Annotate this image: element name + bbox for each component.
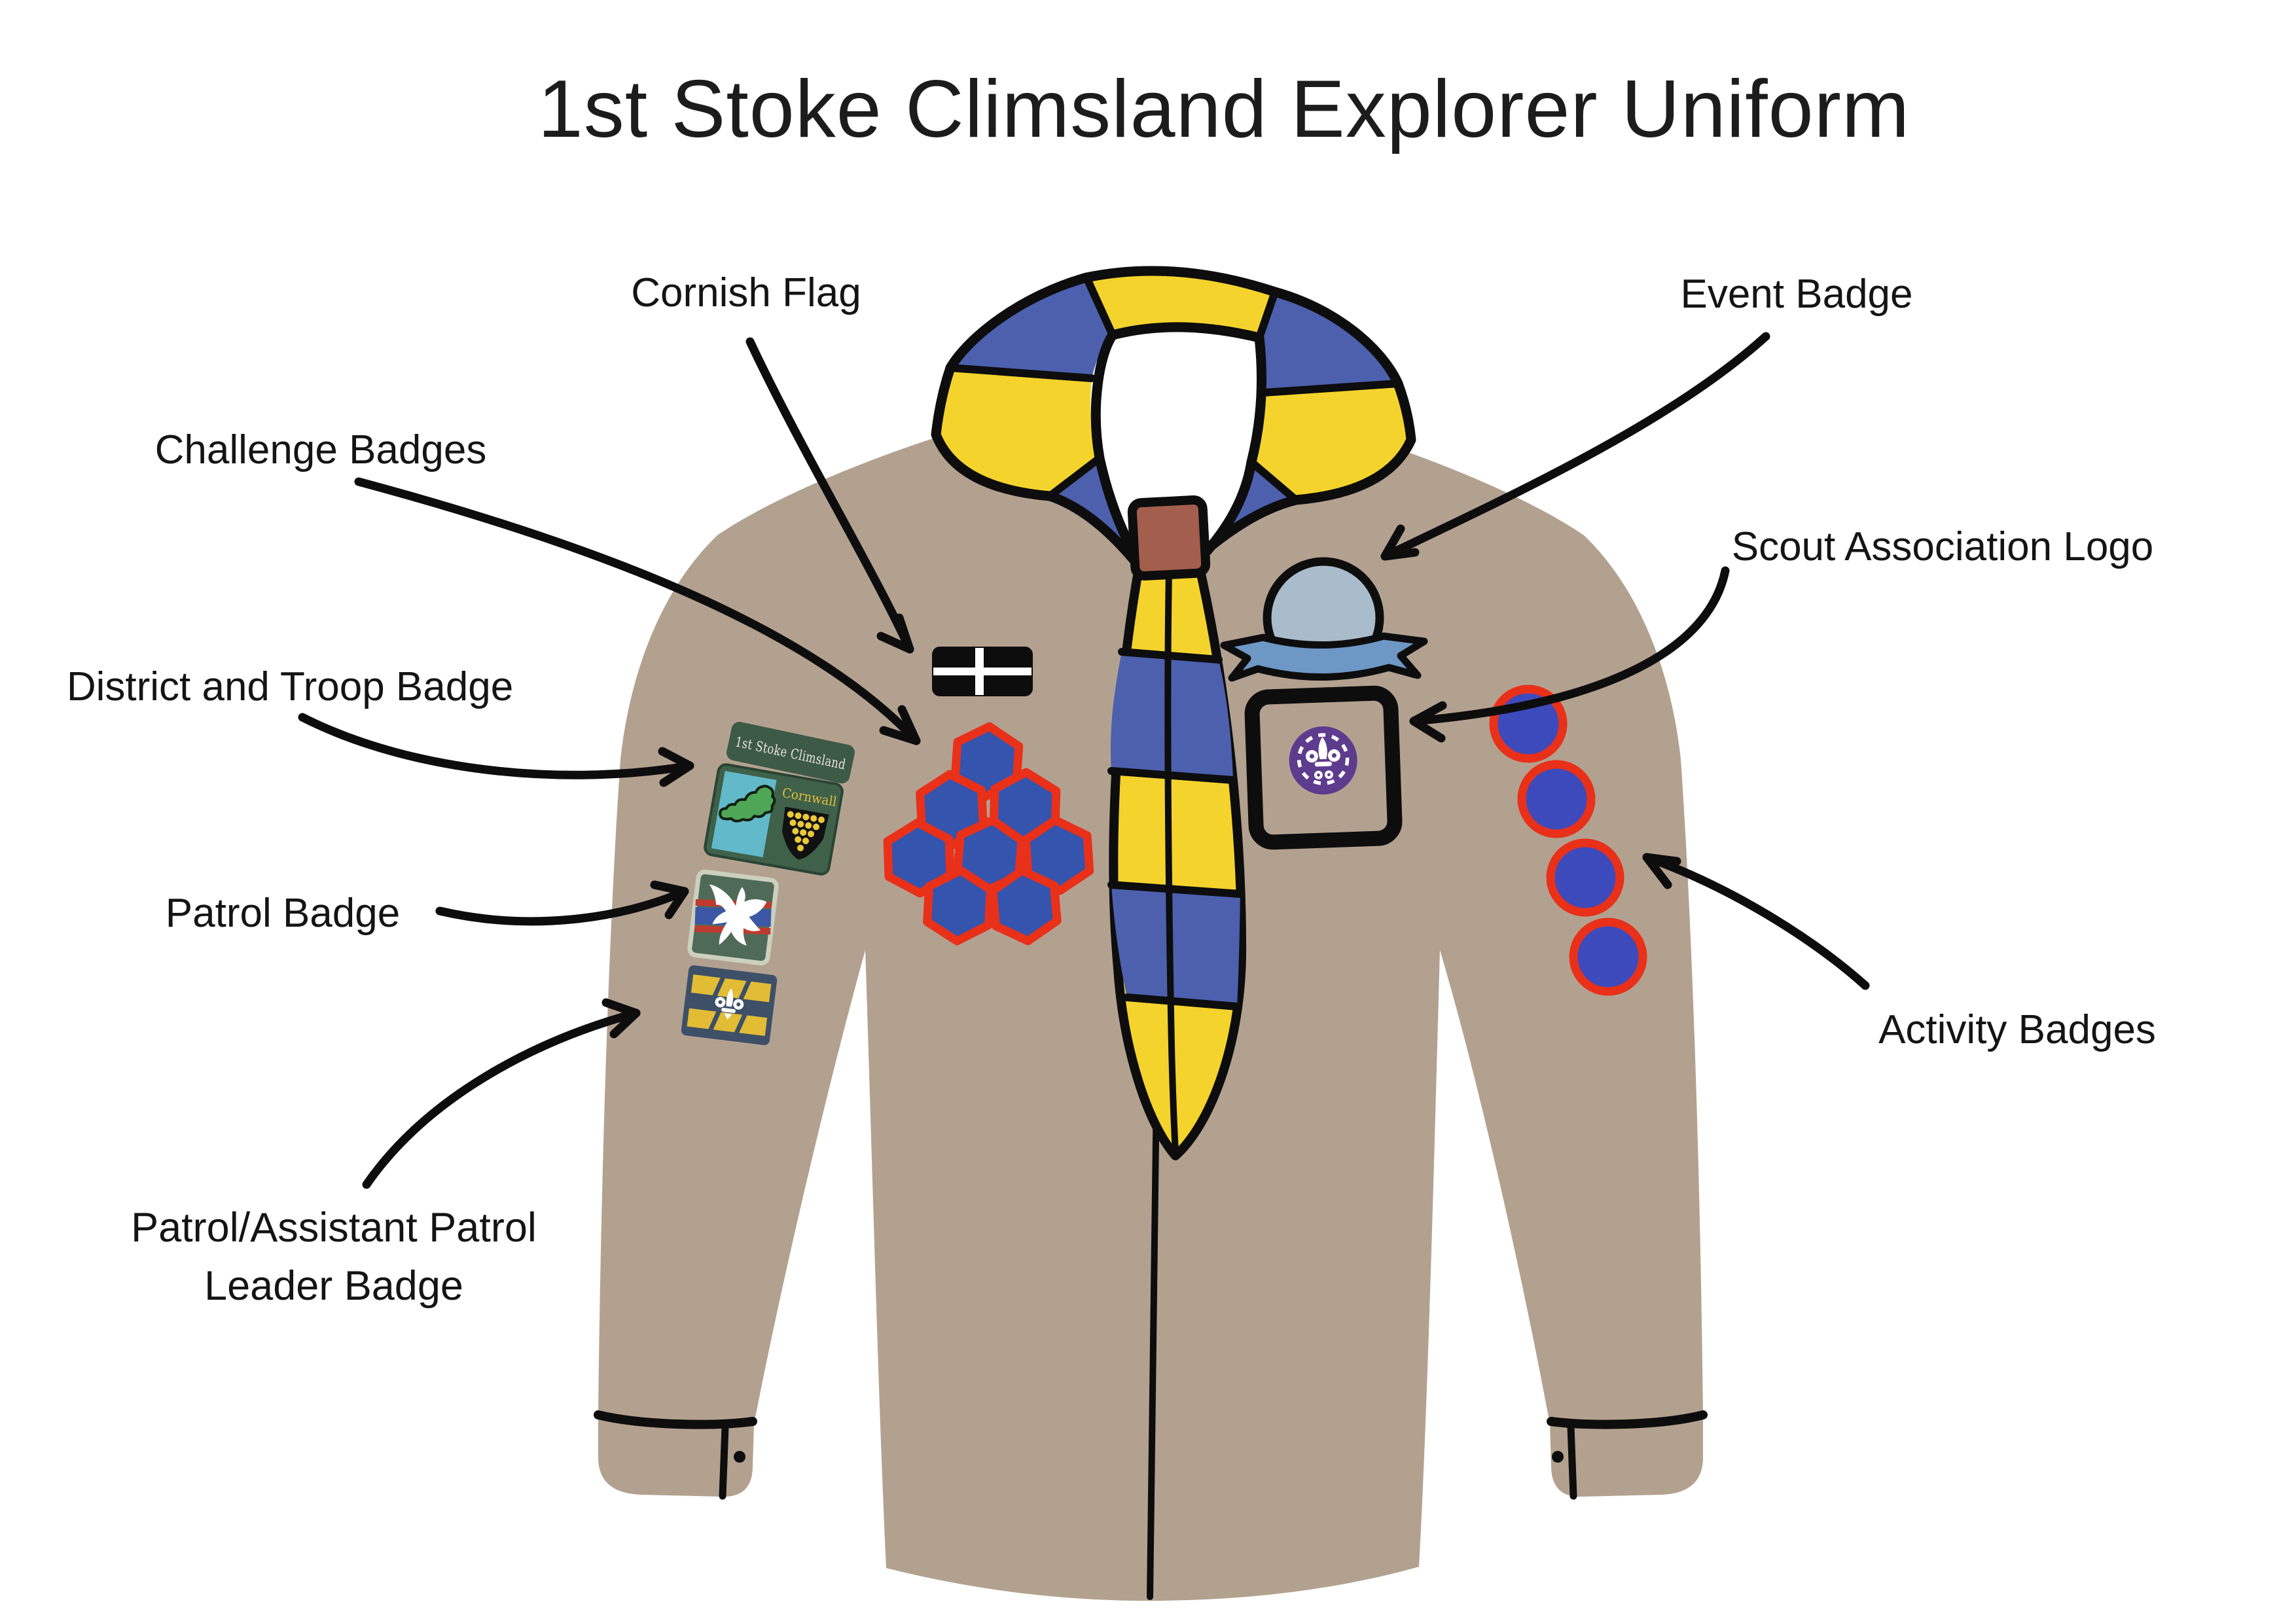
arrow-activity-badges — [1642, 853, 1870, 990]
arrow-cornish-flag — [745, 337, 914, 654]
necker — [931, 266, 1416, 1160]
patrol-badge-patch — [687, 869, 779, 966]
label-patrol-leader-badge: Patrol/Assistant Patrol Leader Badge — [131, 1205, 537, 1310]
left-cuff-placket — [719, 1423, 729, 1500]
label-scout-association-logo: Scout Association Logo — [1731, 524, 2154, 569]
arrow-district-troop-badge — [298, 713, 694, 787]
event-badge — [1220, 557, 1428, 682]
label-event-badge: Event Badge — [1680, 272, 1913, 317]
left-cuff-line — [594, 1410, 757, 1429]
label-district-troop-badge: District and Troop Badge — [66, 664, 514, 709]
small-fleur-icon — [715, 988, 744, 1020]
arrow-challenge-badges — [354, 477, 921, 745]
shield-bezants — [787, 811, 825, 851]
label-cornish-flag: Cornish Flag — [631, 270, 861, 315]
arrow-event-badge — [1380, 332, 1770, 561]
annotation-arrows — [298, 332, 1870, 1189]
arrow-patrol-leader-badge — [362, 998, 641, 1189]
label-patrol-badge: Patrol Badge — [165, 891, 401, 936]
cornwall-map-icon — [719, 785, 776, 823]
fleur-de-lis-icon — [1305, 737, 1340, 779]
event-badge-ribbon — [1220, 632, 1428, 682]
right-cuff-button — [1552, 1451, 1564, 1463]
label-challenge-badges: Challenge Badges — [154, 427, 487, 473]
woggle — [1127, 495, 1211, 581]
right-cuff-line — [1547, 1410, 1708, 1429]
label-activity-badges: Activity Badges — [1878, 1007, 2156, 1052]
necker-tail — [1107, 563, 1247, 1160]
arrow-patrol-badge — [435, 880, 689, 926]
page-title: 1st Stoke Climsland Explorer Uniform — [537, 64, 1910, 154]
scout-association-logo-badge — [1289, 726, 1357, 795]
chest-pocket — [1244, 685, 1403, 850]
arrow-scout-association-logo — [1409, 566, 1730, 743]
right-cuff-placket — [1567, 1423, 1577, 1500]
patrol-leader-badge-patch — [681, 965, 778, 1045]
eagle-icon — [709, 884, 767, 946]
activity-badges-group — [1489, 685, 1647, 996]
county-badge: Cornwall — [704, 763, 844, 876]
left-cuff-button — [734, 1451, 745, 1463]
cornish-flag-badge — [932, 647, 1033, 696]
